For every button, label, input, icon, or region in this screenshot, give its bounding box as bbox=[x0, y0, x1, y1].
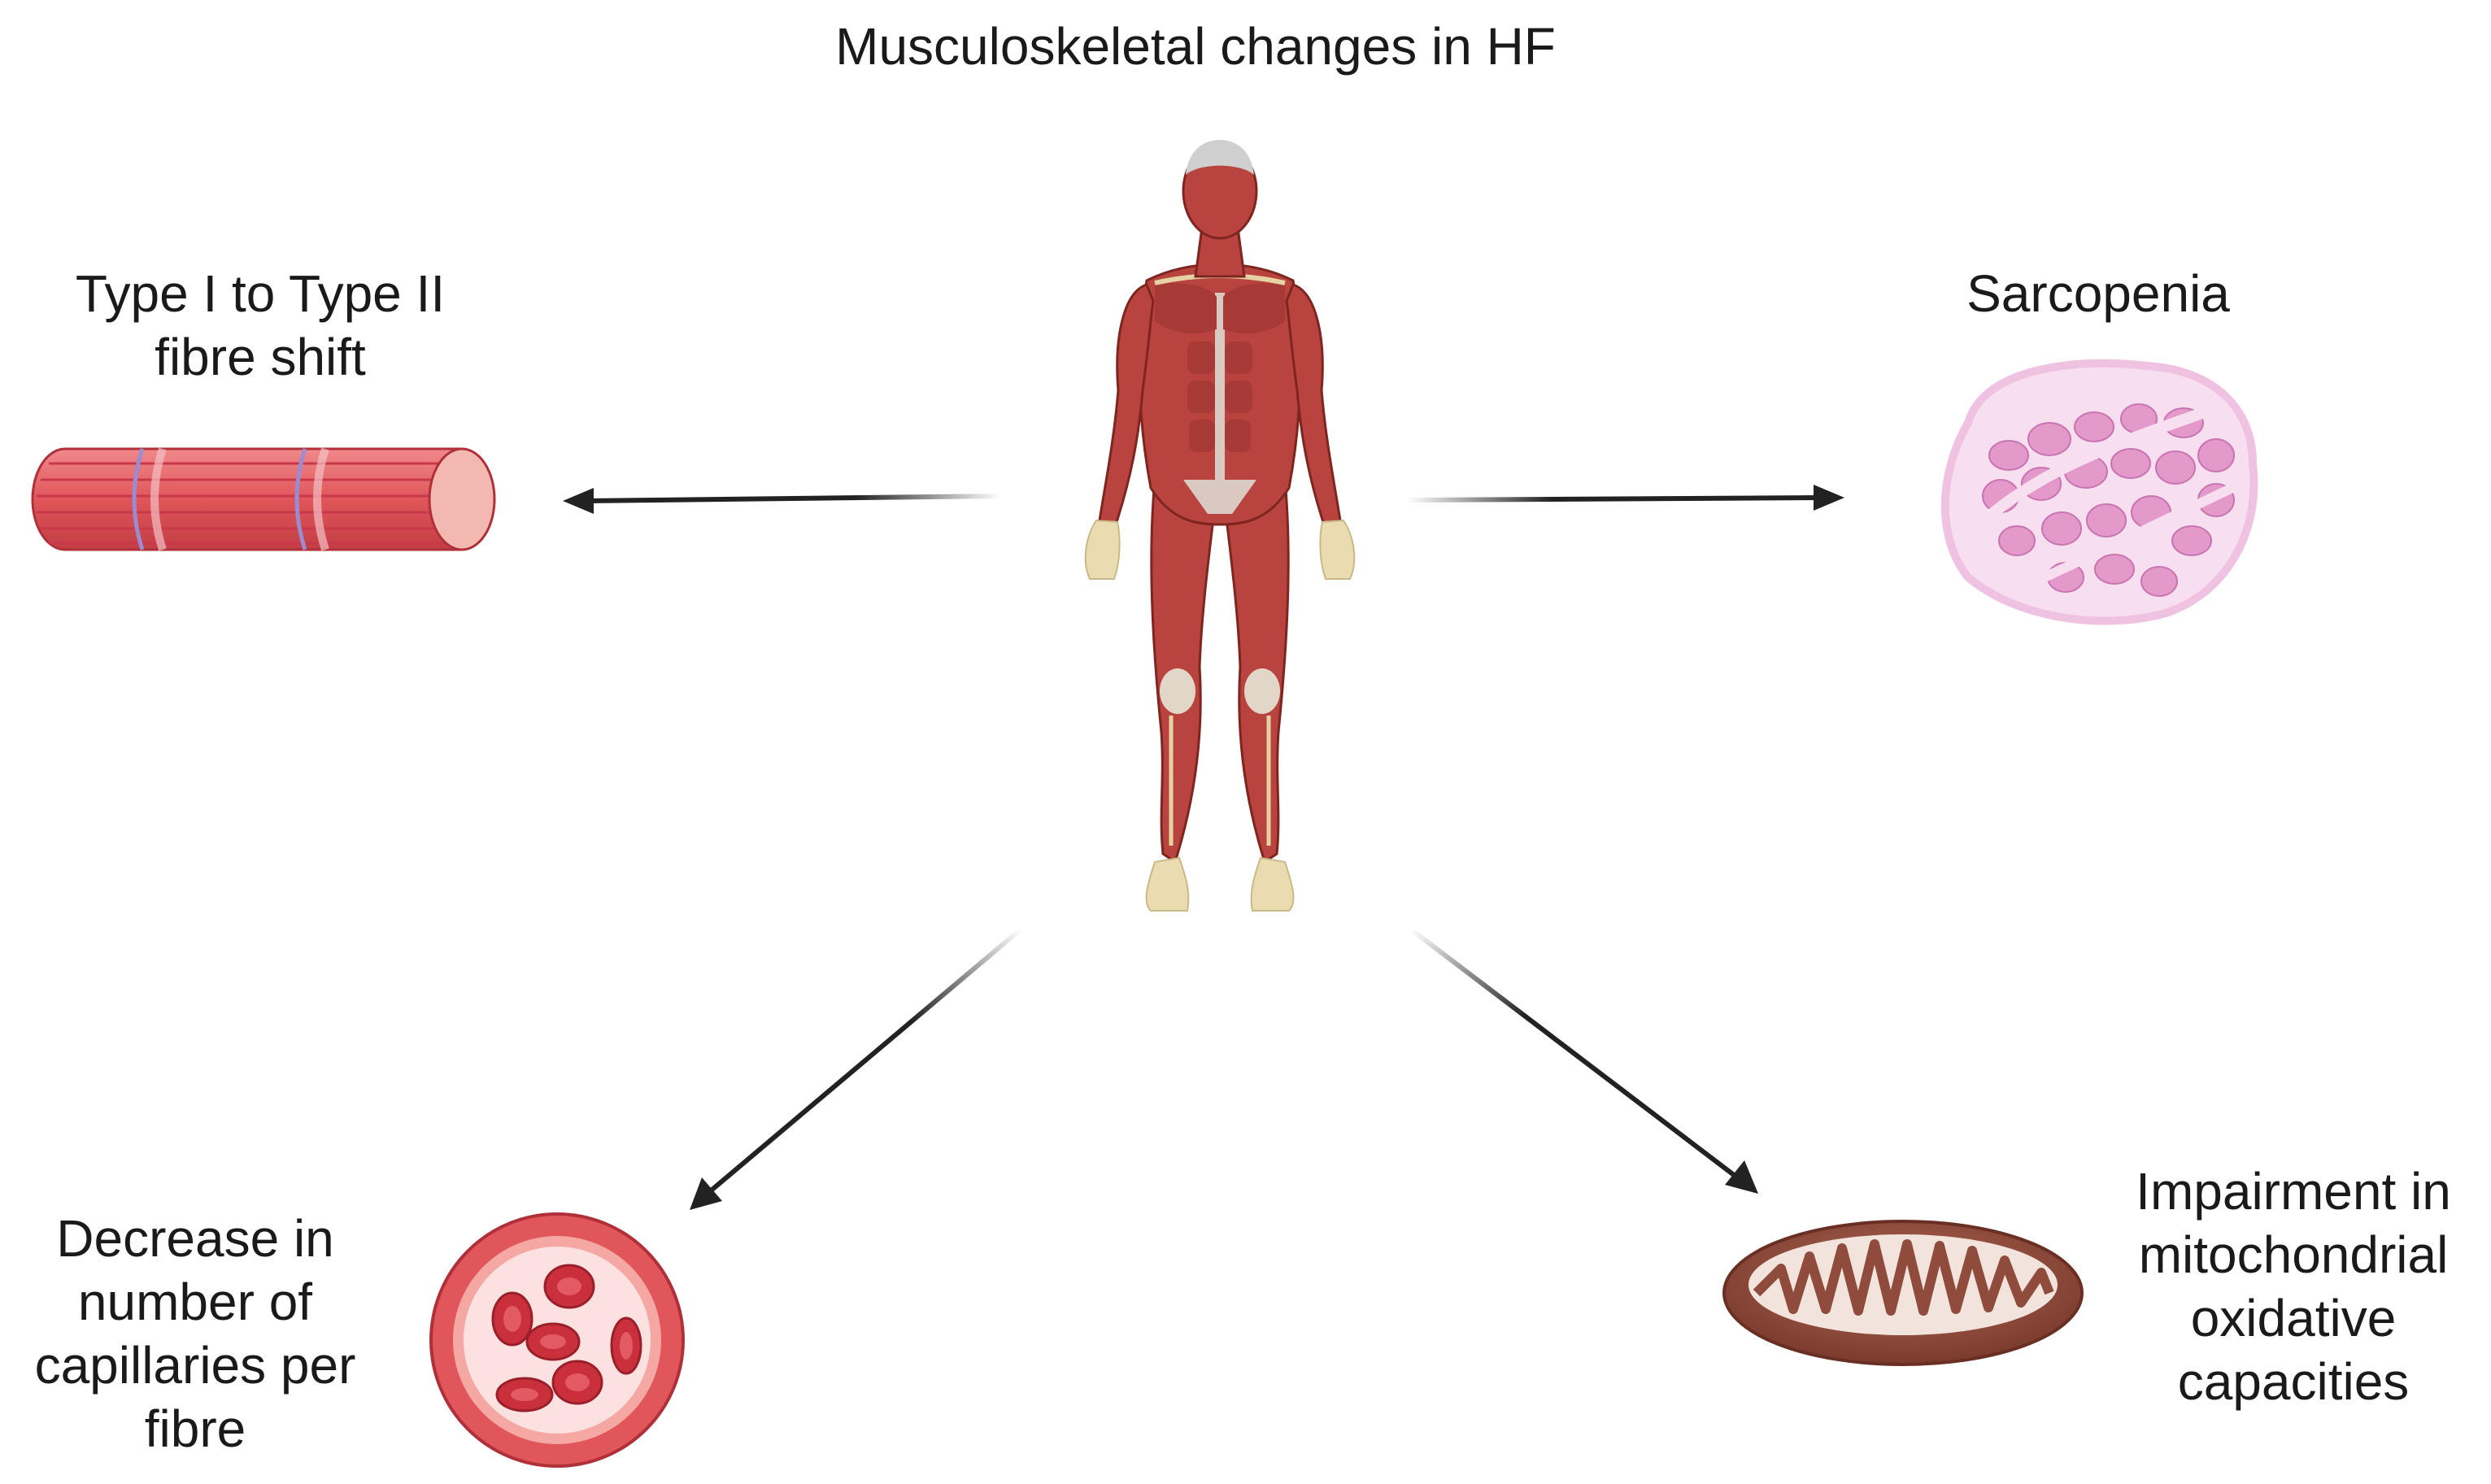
mitochondria-label: Impairment in mitochondrial oxidative ca… bbox=[2098, 1160, 2489, 1413]
mitochondria-line-3: oxidative bbox=[2190, 1289, 2397, 1347]
sarcopenia-label: Sarcopenia bbox=[1903, 262, 2293, 325]
mitochondria-line-4: capacities bbox=[2177, 1352, 2410, 1411]
fibre-shift-label: Type I to Type II fibre shift bbox=[33, 262, 488, 389]
capillaries-label: Decrease in number of capillaries per fi… bbox=[0, 1207, 390, 1460]
fibre-shift-line-1: Type I to Type II bbox=[75, 264, 446, 323]
mitochondria-line-2: mitochondrial bbox=[2138, 1225, 2449, 1284]
fibre-shift-line-2: fibre shift bbox=[155, 328, 366, 386]
sarcopenia-tissue-icon bbox=[1940, 359, 2258, 625]
capillaries-line-1: Decrease in bbox=[56, 1209, 334, 1268]
arrow-to-sarcopenia bbox=[1406, 485, 1844, 511]
capillaries-line-2: number of bbox=[77, 1273, 313, 1331]
arrow-to-capillaries bbox=[690, 927, 1022, 1210]
diagram-title: Musculoskeletal changes in HF bbox=[0, 15, 2391, 78]
capillaries-line-3: capillaries per bbox=[34, 1336, 356, 1395]
human-muscle-figure-icon bbox=[1084, 140, 1356, 912]
mitochondrion-icon bbox=[1722, 1220, 2084, 1366]
title-text: Musculoskeletal changes in HF bbox=[835, 17, 1556, 76]
arrow-to-mitochondria bbox=[1409, 927, 1758, 1194]
arrow-to-fibre-shift bbox=[563, 488, 1001, 514]
mitochondria-line-1: Impairment in bbox=[2136, 1162, 2451, 1221]
sarcopenia-line-1: Sarcopenia bbox=[1966, 264, 2230, 323]
capillaries-line-4: fibre bbox=[144, 1399, 246, 1458]
capillary-icon bbox=[429, 1212, 685, 1468]
muscle-fibre-icon bbox=[31, 447, 496, 551]
